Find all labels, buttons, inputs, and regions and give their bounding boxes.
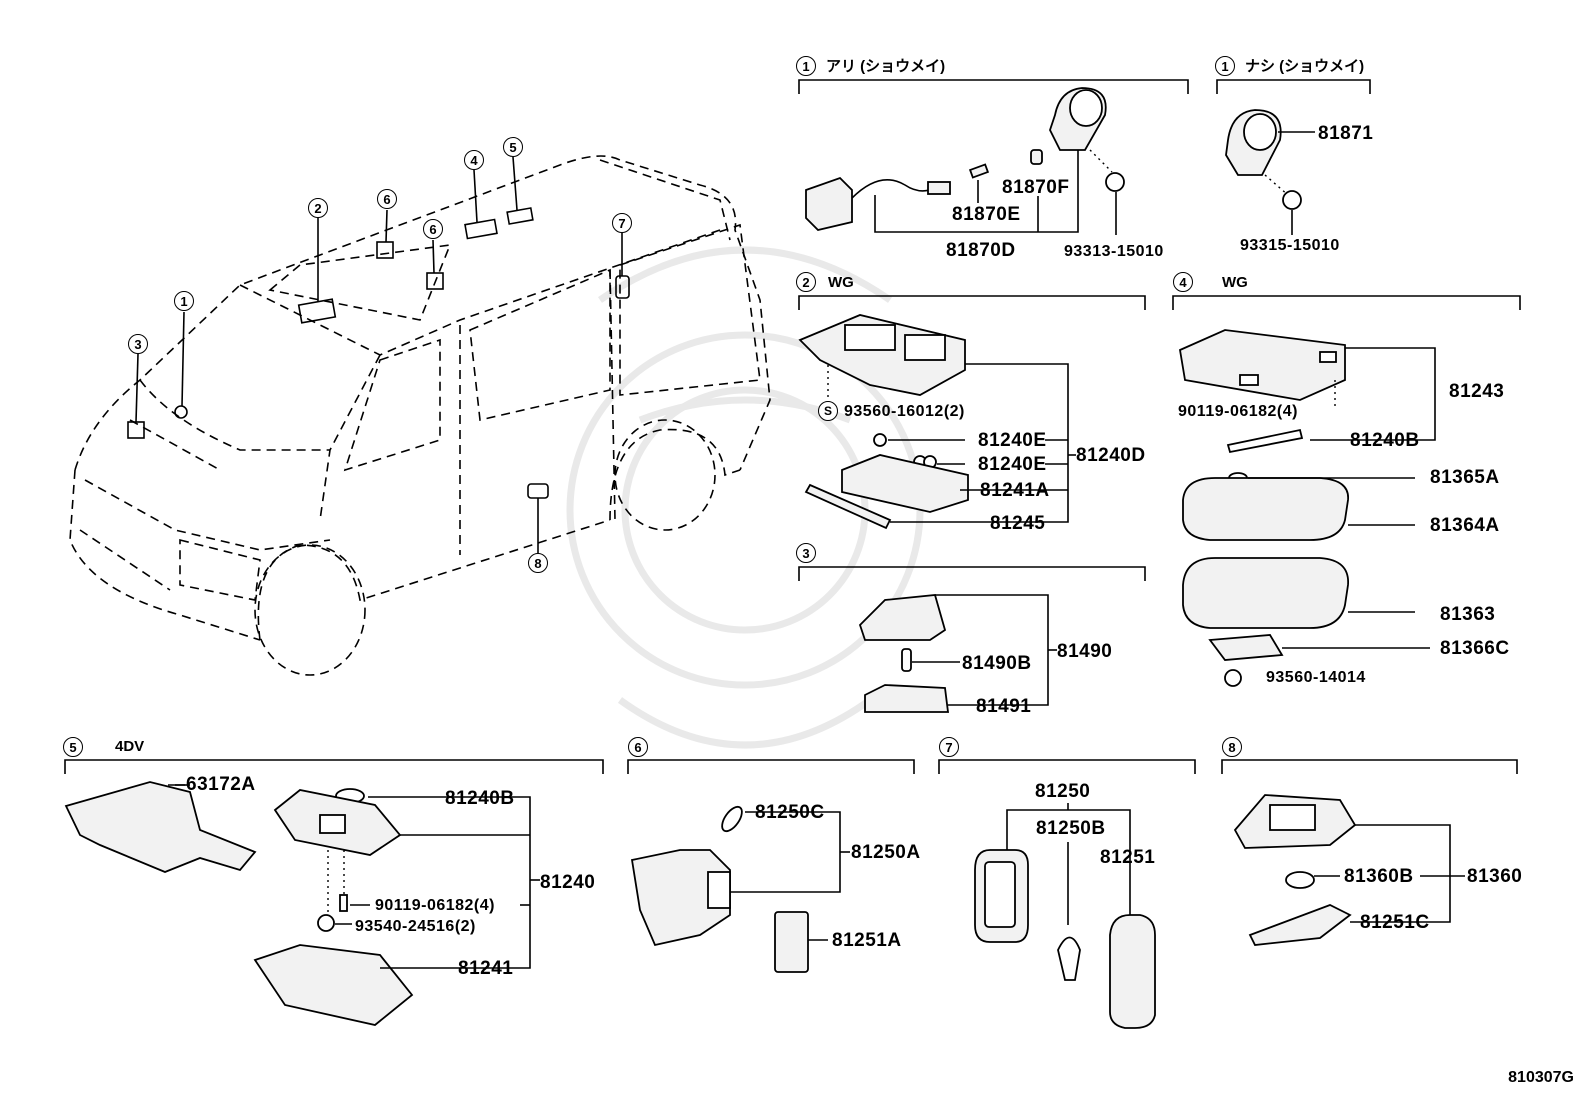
group5-number: 5 <box>63 737 83 757</box>
callout-5: 5 <box>503 137 523 157</box>
part-label-81241a: 81241A <box>980 480 1050 501</box>
group3-number: 3 <box>796 543 816 563</box>
callout-6a: 6 <box>377 189 397 209</box>
group1-title: アリ (ショウメイ) <box>826 58 946 75</box>
part-label-93540-24516: 93540-24516(2) <box>355 918 476 935</box>
part-label-81870d: 81870D <box>946 240 1016 261</box>
group8-parts <box>1233 794 1465 946</box>
part-label-81490: 81490 <box>1057 641 1113 662</box>
part-label-81240d: 81240D <box>1076 445 1146 466</box>
group-brackets <box>64 79 1521 774</box>
group4-parts <box>1178 329 1436 687</box>
part-label-81243: 81243 <box>1449 381 1505 402</box>
part-label-81240e-2: 81240E <box>978 454 1047 475</box>
callout-6b: 6 <box>423 219 443 239</box>
callout-2: 2 <box>308 198 328 218</box>
part-label-81240b: 81240B <box>1350 430 1420 451</box>
part-label-81491: 81491 <box>976 696 1032 717</box>
van-outline <box>69 155 771 676</box>
group7-parts <box>974 803 1156 1029</box>
part-label-81365a: 81365A <box>1430 467 1500 488</box>
callout-7: 7 <box>612 213 632 233</box>
part-label-81245: 81245 <box>990 513 1046 534</box>
part-label-90119-06182: 90119-06182(4) <box>1178 403 1298 420</box>
group6-parts <box>630 805 850 973</box>
part-label-81251c: 81251C <box>1360 912 1430 933</box>
part-label-81360: 81360 <box>1467 866 1523 887</box>
part-label-81240e-1: 81240E <box>978 430 1047 451</box>
group6-number: 6 <box>628 737 648 757</box>
part-label-81870f: 81870F <box>1002 177 1070 198</box>
part-label-81250c: 81250C <box>755 802 825 823</box>
part-label-81366c: 81366C <box>1440 638 1510 659</box>
group5-parts <box>64 781 540 1026</box>
part-label-81250a: 81250A <box>851 842 921 863</box>
part-label-81250: 81250 <box>1035 781 1091 802</box>
part-label-93560-14014: 93560-14014 <box>1266 669 1366 686</box>
group2-parts <box>798 314 1076 530</box>
part-label-93313-15010: 93313-15010 <box>1064 243 1164 260</box>
part-label-81251: 81251 <box>1100 847 1156 868</box>
part-label-81250b: 81250B <box>1036 818 1106 839</box>
callout-4: 4 <box>464 150 484 170</box>
group2-title: WG <box>828 274 854 291</box>
group5-title: 4DV <box>115 738 145 755</box>
part-label-93315-15010: 93315-15010 <box>1240 237 1340 254</box>
group2-number: 2 <box>796 272 816 292</box>
part-label-81363: 81363 <box>1440 604 1496 625</box>
bolt-symbol: S <box>818 401 838 421</box>
group4-number: 4 <box>1173 272 1193 292</box>
group1b-title: ナシ (ショウメイ) <box>1245 58 1365 75</box>
part-label-81241: 81241 <box>458 958 514 979</box>
part-label-81364a: 81364A <box>1430 515 1500 536</box>
group7-number: 7 <box>939 737 959 757</box>
part-label-81240b-4dv: 81240B <box>445 788 515 809</box>
part-label-90119-06182-4dv: 90119-06182(4) <box>375 897 495 914</box>
part-label-81870e: 81870E <box>952 204 1021 225</box>
group3-parts <box>858 594 1057 713</box>
group1-parts <box>805 87 1125 235</box>
callout-8: 8 <box>528 553 548 573</box>
part-label-93560-16012: 93560-16012(2) <box>844 403 965 420</box>
part-label-81240: 81240 <box>540 872 596 893</box>
group1b-number: 1 <box>1215 56 1235 76</box>
drawing-code: 810307G <box>1508 1069 1574 1086</box>
part-label-63172a: 63172A <box>186 774 256 795</box>
group1b-parts <box>1225 109 1315 235</box>
part-label-81490b: 81490B <box>962 653 1032 674</box>
group4-title: WG <box>1222 274 1248 291</box>
part-label-81871: 81871 <box>1318 123 1374 144</box>
group1-number: 1 <box>796 56 816 76</box>
callout-3: 3 <box>128 334 148 354</box>
part-label-81251a: 81251A <box>832 930 902 951</box>
part-label-81360b: 81360B <box>1344 866 1414 887</box>
group8-number: 8 <box>1222 737 1242 757</box>
callout-1: 1 <box>174 291 194 311</box>
